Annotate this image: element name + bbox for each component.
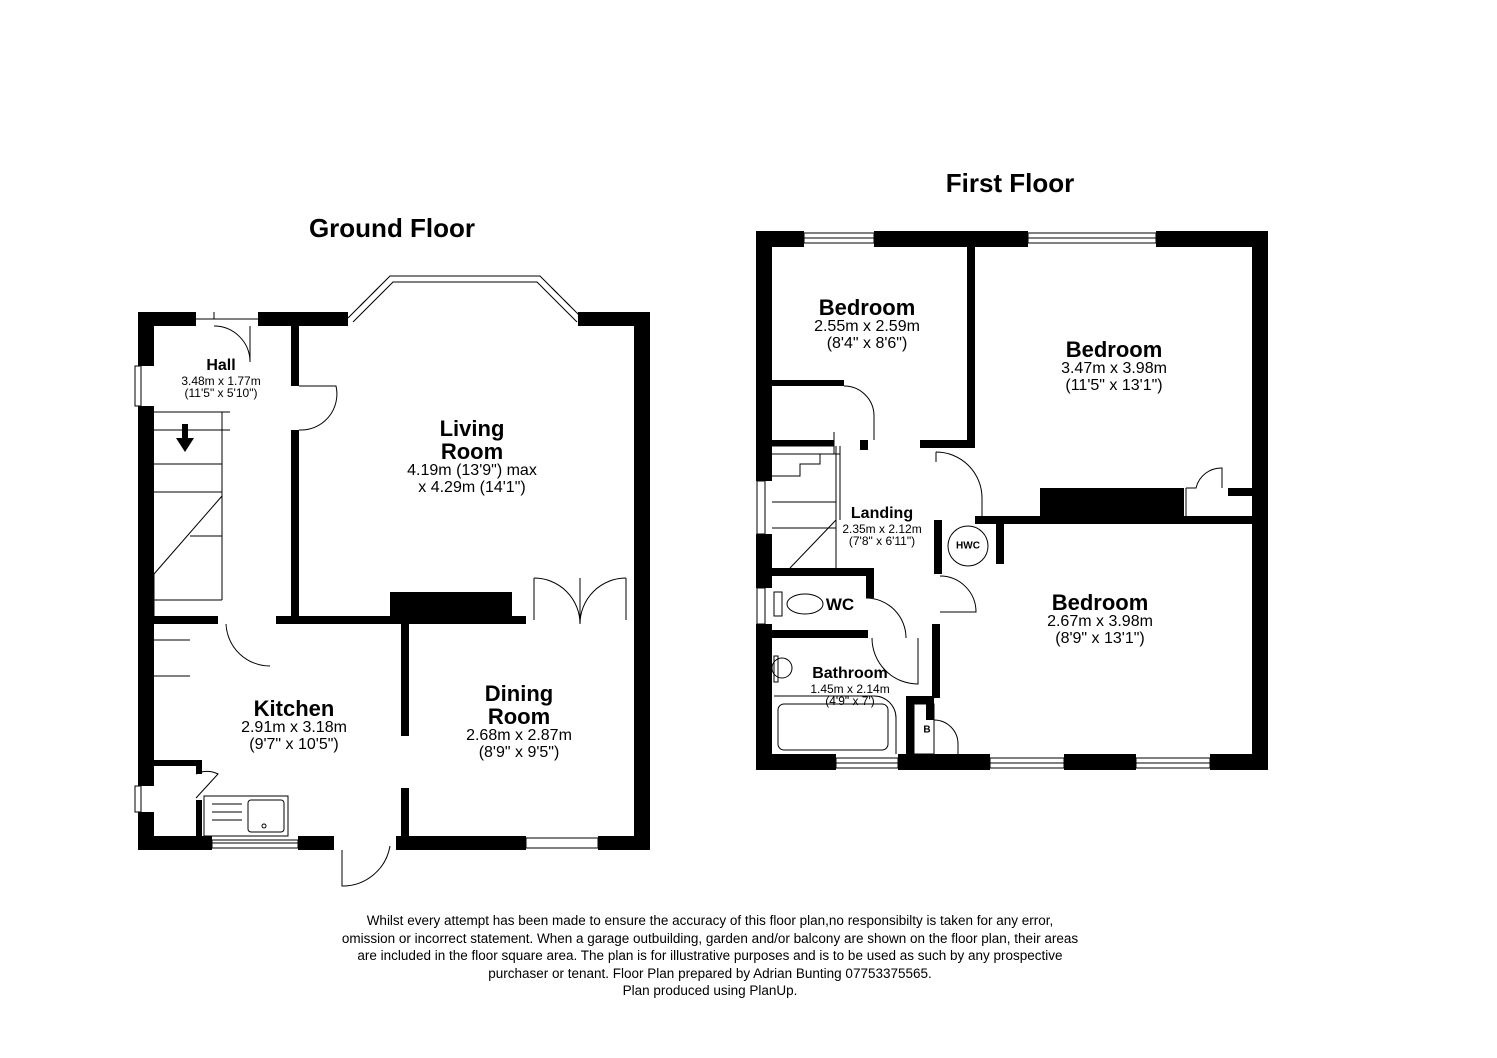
room-name: Bedroom bbox=[818, 295, 916, 320]
first-floor-title: First Floor bbox=[945, 168, 1075, 198]
room-dimensions: 3.48m x 1.77m bbox=[181, 373, 261, 388]
ground-floor-fixtures bbox=[134, 275, 627, 887]
room-dimensions-imperial: (9'7" x 10'5") bbox=[249, 735, 339, 753]
room-name: Bedroom bbox=[1051, 590, 1149, 615]
room-label-bedroom-3: Bedroom 2.67m x 3.98m (8'9" x 13'1") bbox=[1047, 591, 1153, 648]
room-dimensions: 2.67m x 3.98m bbox=[1047, 613, 1153, 631]
room-name: Living Room bbox=[439, 416, 505, 465]
room-dimensions-imperial: (8'9" x 9'5") bbox=[478, 743, 560, 761]
room-dimensions: 2.91m x 3.18m bbox=[241, 719, 347, 737]
room-dimensions-imperial: (11'5" x 5'10") bbox=[184, 386, 258, 401]
ground-floor-title: Ground Floor bbox=[308, 213, 476, 243]
room-dimensions-imperial: (8'9" x 13'1") bbox=[1055, 629, 1145, 647]
room-name: Kitchen bbox=[253, 696, 335, 721]
ground-floor-walls bbox=[138, 312, 650, 850]
room-dimensions-imperial: x 4.29m (14'1") bbox=[418, 478, 526, 496]
room-label-living-room: Living Room 4.19m (13'9") max x 4.29m (1… bbox=[407, 417, 537, 497]
room-name: Hall bbox=[206, 357, 236, 374]
room-label-bedroom-1: Bedroom 2.55m x 2.59m (8'4" x 8'6") bbox=[814, 296, 920, 353]
room-dimensions: 3.47m x 3.98m bbox=[1061, 360, 1167, 378]
room-dimensions: 4.19m (13'9") max bbox=[407, 462, 537, 480]
room-label-hall: Hall 3.48m x 1.77m (11'5" x 5'10") bbox=[181, 357, 261, 401]
disclaimer-line: omission or incorrect statement. When a … bbox=[341, 930, 1079, 946]
room-dimensions: 2.55m x 2.59m bbox=[814, 318, 920, 336]
disclaimer-line: purchaser or tenant. Floor Plan prepared… bbox=[488, 965, 932, 981]
room-dimensions-imperial: (7'8" x 6'11") bbox=[848, 534, 916, 549]
disclaimer: Whilst every attempt has been made to en… bbox=[210, 912, 1210, 1000]
room-name: WC bbox=[825, 595, 855, 614]
room-dimensions-imperial: (4'9" x 7') bbox=[825, 694, 875, 709]
hot-water-cylinder-label: HWC bbox=[956, 540, 980, 552]
first-floor-walls bbox=[756, 231, 1268, 770]
room-label-dining-room: Dining Room 2.68m x 2.87m (8'9" x 9'5") bbox=[459, 682, 579, 762]
room-name: Bedroom bbox=[1065, 337, 1163, 362]
room-dimensions: 2.35m x 2.12m bbox=[842, 521, 922, 536]
room-label-bathroom: Bathroom 1.45m x 2.14m (4'9" x 7') bbox=[810, 665, 890, 709]
disclaimer-line: are included in the floor square area. T… bbox=[357, 948, 1063, 963]
room-label-wc: WC bbox=[826, 596, 854, 614]
room-name: Landing bbox=[850, 505, 914, 522]
room-dimensions-imperial: (11'5" x 13'1") bbox=[1065, 376, 1163, 394]
room-label-bedroom-2: Bedroom 3.47m x 3.98m (11'5" x 13'1") bbox=[1061, 338, 1167, 395]
room-name: Dining Room bbox=[484, 681, 554, 730]
stair-direction-arrow-icon bbox=[176, 424, 194, 452]
room-dimensions-imperial: (8'4" x 8'6") bbox=[826, 334, 908, 352]
room-name: Bathroom bbox=[812, 665, 888, 682]
room-dimensions: 1.45m x 2.14m bbox=[810, 681, 890, 696]
room-label-kitchen: Kitchen 2.91m x 3.18m (9'7" x 10'5") bbox=[241, 697, 347, 754]
disclaimer-line: Plan produced using PlanUp. bbox=[622, 983, 798, 998]
boiler-cupboard-label: B bbox=[923, 724, 931, 736]
disclaimer-line: Whilst every attempt has been made to en… bbox=[366, 913, 1054, 928]
first-floor-fixtures bbox=[756, 232, 1223, 769]
room-label-landing: Landing 2.35m x 2.12m (7'8" x 6'11") bbox=[842, 505, 922, 549]
room-dimensions: 2.68m x 2.87m bbox=[466, 727, 572, 745]
